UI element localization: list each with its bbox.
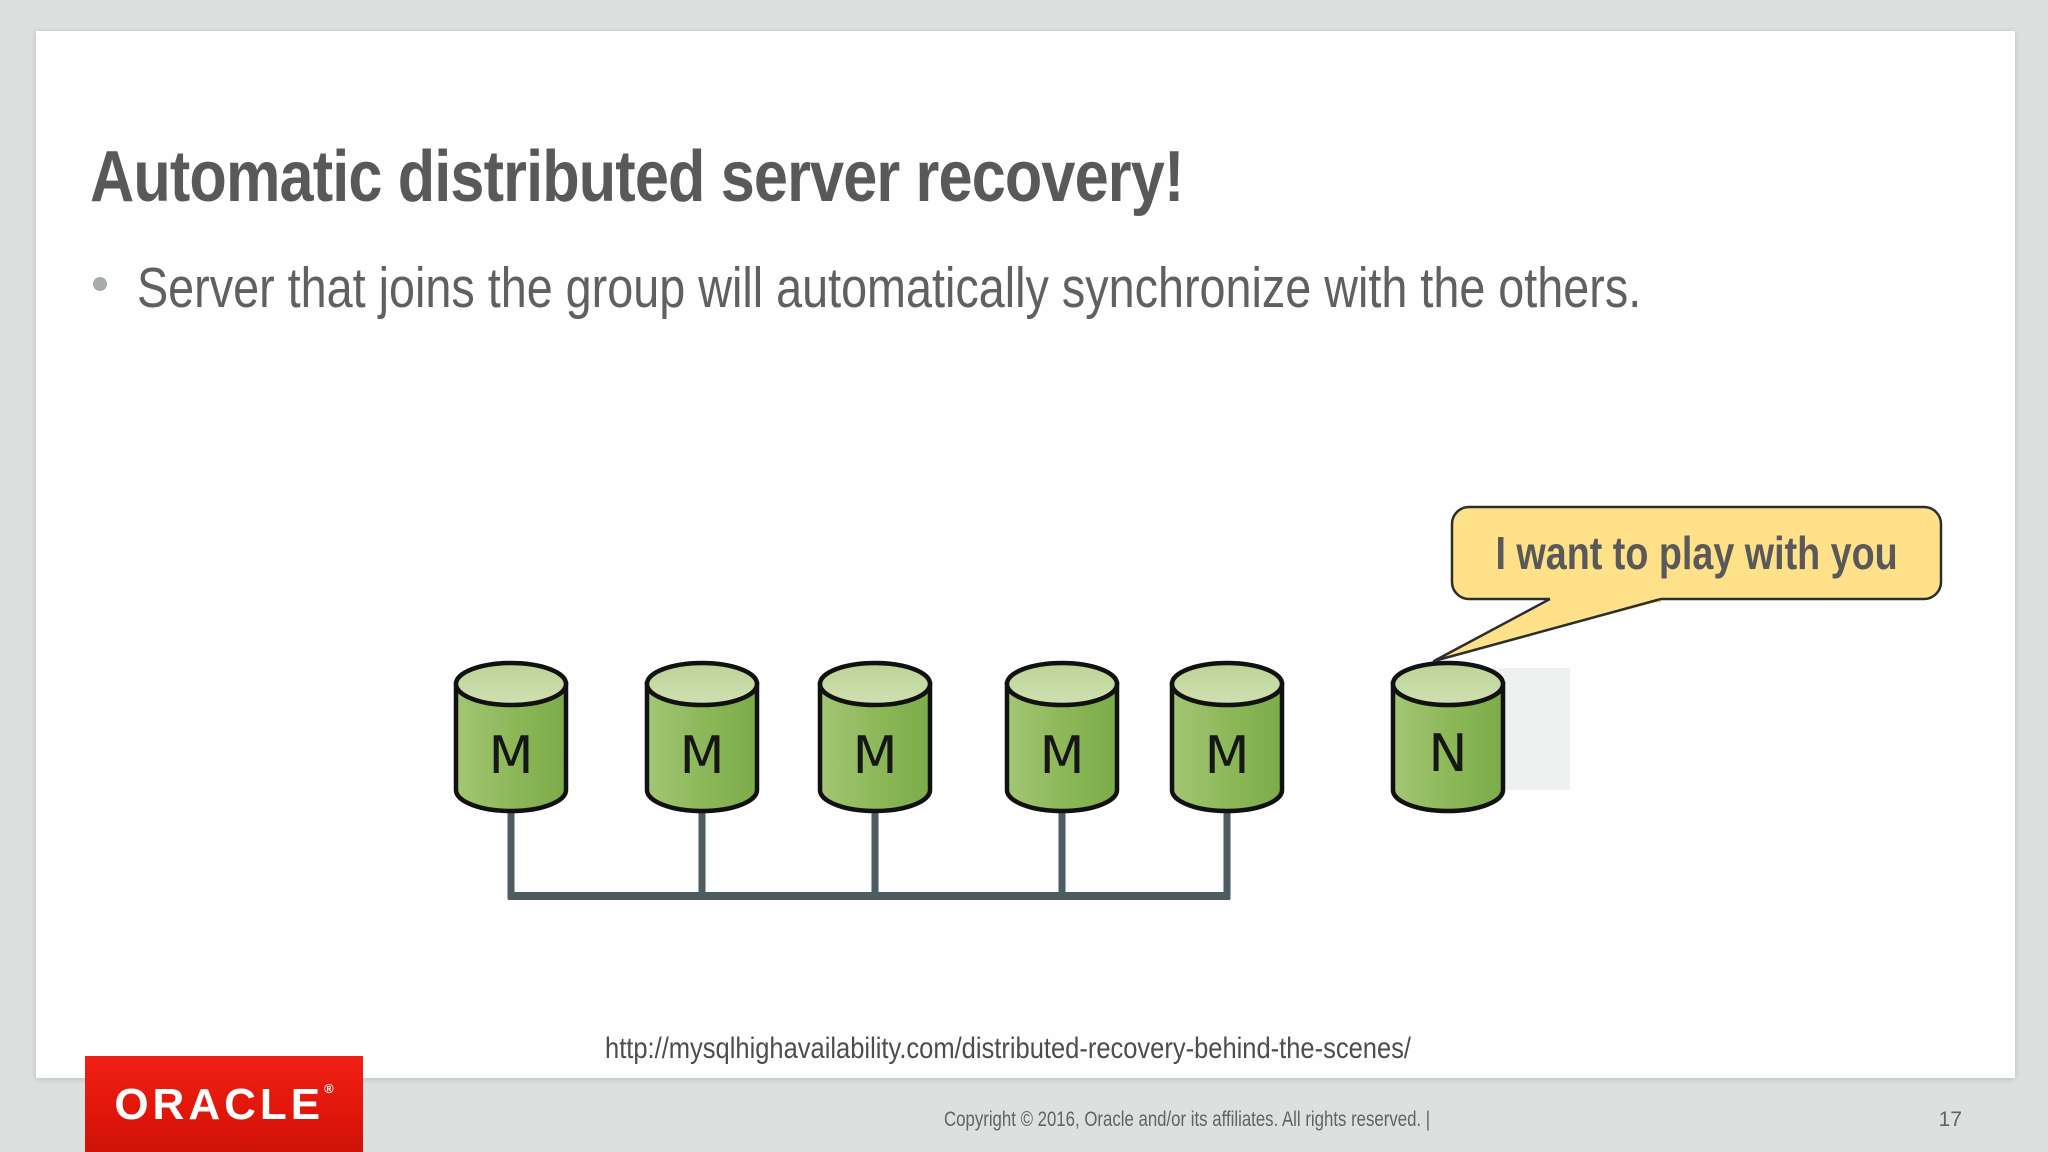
oracle-wordmark: ORACLE® <box>114 1082 333 1127</box>
page-number: 17 <box>1938 1108 1962 1131</box>
server-node-n: N <box>1390 660 1506 814</box>
speech-bubble-shape <box>1450 505 1943 601</box>
server-node-m1: M <box>453 660 569 814</box>
database-cylinder-icon <box>1004 660 1120 708</box>
node-label: M <box>853 726 898 786</box>
database-cylinder-icon <box>453 660 569 708</box>
database-cylinder-icon <box>644 660 760 708</box>
oracle-logo: ORACLE® <box>85 1056 363 1152</box>
node-label: M <box>1040 726 1085 786</box>
node-label: M <box>489 726 534 786</box>
node-label: M <box>1205 726 1250 786</box>
database-cylinder-icon <box>1169 660 1285 708</box>
database-cylinder-icon <box>1390 660 1506 708</box>
replication-bus-lines <box>507 809 1231 900</box>
server-node-m3: M <box>817 660 933 814</box>
bullet-point-icon <box>93 277 107 291</box>
oracle-logo-text: ORACLE <box>114 1079 325 1129</box>
server-node-m2: M <box>644 660 760 814</box>
server-node-m5: M <box>1169 660 1285 814</box>
node-label: M <box>680 726 725 786</box>
bullet-text: Server that joins the group will automat… <box>137 256 1642 320</box>
callout-text: I want to play with you <box>1495 527 1897 578</box>
database-cylinder-icon <box>817 660 933 708</box>
slide-title: Automatic distributed server recovery! <box>90 137 1184 217</box>
source-url-caption: http://mysqlhighavailability.com/distrib… <box>605 1032 1411 1065</box>
speech-callout: I want to play with you <box>1432 505 1943 663</box>
node-label: N <box>1429 724 1468 784</box>
registered-trademark-symbol: ® <box>324 1080 334 1096</box>
server-node-m4: M <box>1004 660 1120 814</box>
speech-bubble-tail <box>1432 597 1662 663</box>
copyright-text: Copyright © 2016, Oracle and/or its affi… <box>944 1108 1431 1131</box>
